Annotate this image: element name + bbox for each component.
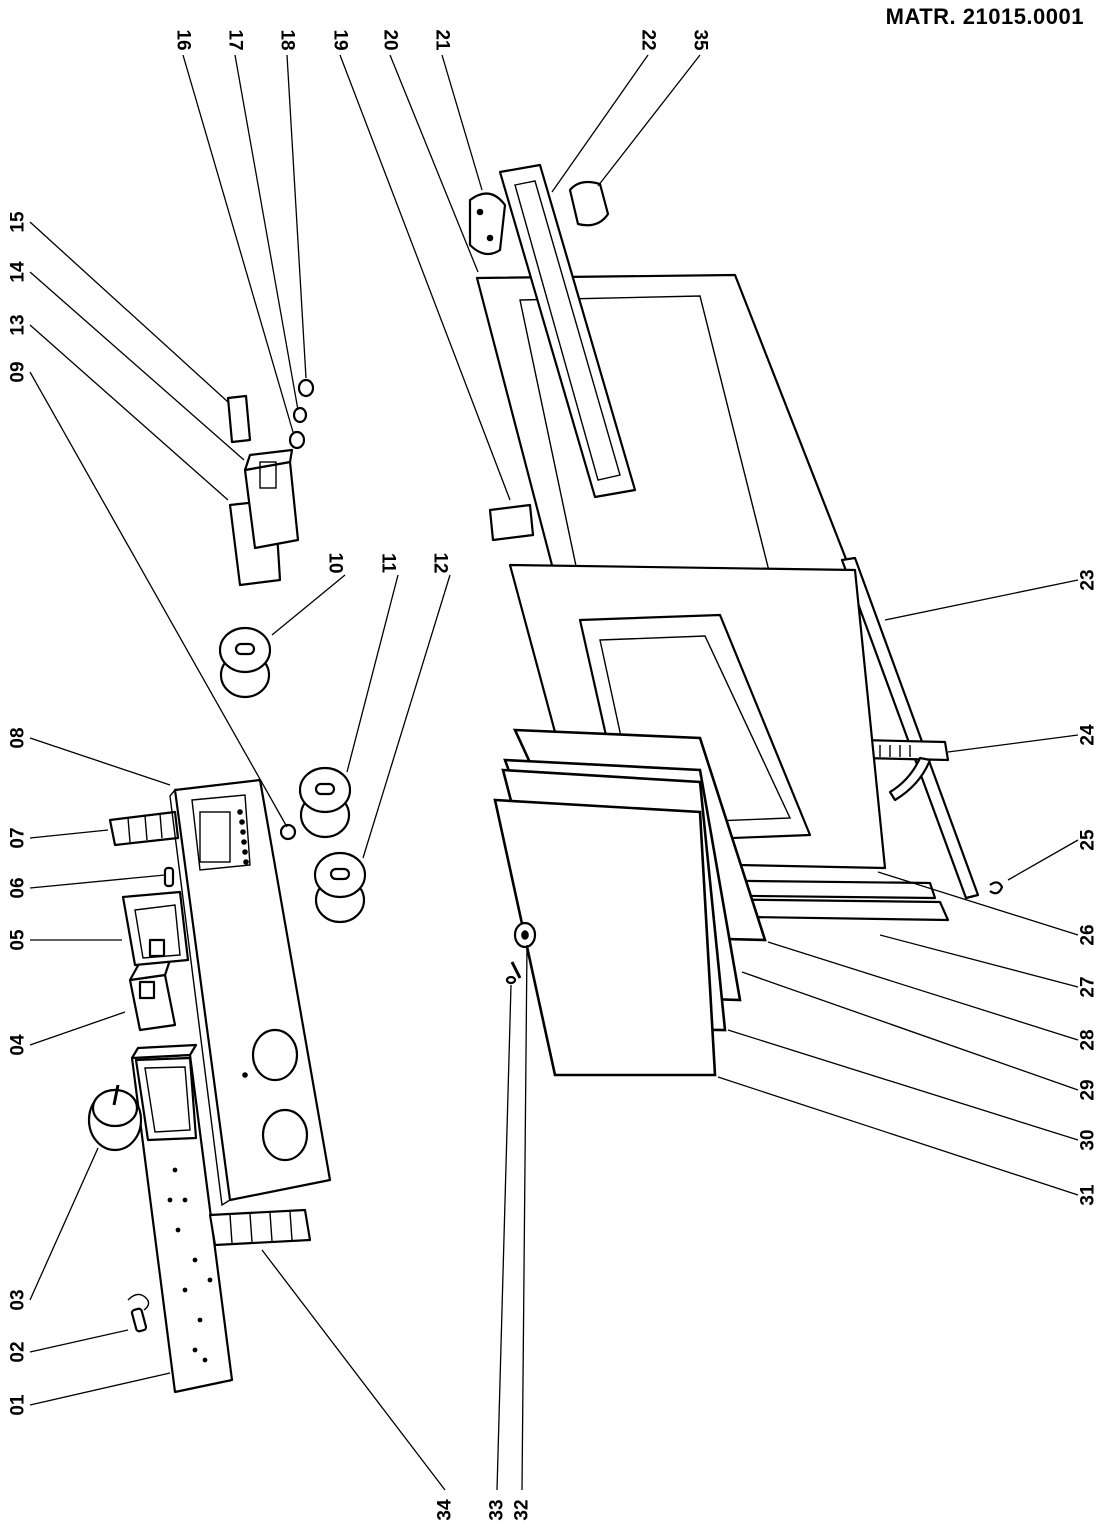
part-20-outer-door bbox=[475, 273, 864, 617]
label-26: 26 bbox=[1078, 924, 1099, 945]
part-32-washer bbox=[513, 921, 537, 949]
label-21: 21 bbox=[432, 29, 453, 51]
label-32: 32 bbox=[512, 1499, 533, 1520]
part-23-rail bbox=[840, 556, 980, 900]
label-20: 20 bbox=[380, 29, 401, 50]
part-05-switch-housing bbox=[121, 890, 190, 967]
parts-drawing bbox=[87, 163, 1004, 1394]
part-06-indicator bbox=[163, 866, 175, 888]
label-34: 34 bbox=[435, 1499, 456, 1521]
part-16-18-small-parts bbox=[288, 378, 315, 450]
part-13-14-switch bbox=[228, 448, 300, 587]
part-15-strip bbox=[226, 394, 252, 444]
part-25-clip bbox=[989, 881, 1004, 895]
label-31: 31 bbox=[1078, 1184, 1099, 1206]
label-27: 27 bbox=[1078, 976, 1099, 997]
material-code: MATR. 21015.0001 bbox=[885, 4, 1084, 29]
part-35-end-cap bbox=[568, 180, 610, 227]
part-07-bracket bbox=[108, 810, 180, 847]
label-13: 13 bbox=[8, 314, 29, 335]
label-08: 08 bbox=[8, 727, 29, 748]
label-11: 11 bbox=[378, 553, 399, 574]
label-03: 03 bbox=[8, 1289, 29, 1310]
part-01-control-strip bbox=[130, 1043, 234, 1394]
part-22-handle-rail bbox=[498, 163, 637, 499]
part-02-connector bbox=[127, 1293, 150, 1333]
label-33: 33 bbox=[487, 1499, 508, 1520]
part-12-knob bbox=[313, 851, 367, 924]
part-33-screw bbox=[505, 961, 522, 985]
part-labels: 01 02 03 04 05 06 07 08 09 13 14 15 16 1… bbox=[8, 29, 1099, 1520]
label-06: 06 bbox=[8, 877, 29, 898]
part-03-knob bbox=[87, 1084, 143, 1152]
label-35: 35 bbox=[690, 29, 711, 51]
label-12: 12 bbox=[430, 552, 451, 573]
label-02: 02 bbox=[8, 1341, 29, 1362]
part-24-hinge bbox=[858, 738, 950, 802]
label-19: 19 bbox=[330, 29, 351, 50]
part-08-control-panel bbox=[169, 778, 332, 1207]
label-16: 16 bbox=[173, 29, 194, 50]
part-11-knob bbox=[298, 766, 352, 839]
label-28: 28 bbox=[1078, 1029, 1099, 1050]
label-15: 15 bbox=[8, 211, 29, 233]
label-30: 30 bbox=[1078, 1129, 1099, 1150]
label-05: 05 bbox=[8, 929, 29, 951]
label-24: 24 bbox=[1078, 724, 1099, 746]
label-23: 23 bbox=[1078, 569, 1099, 590]
part-31-glass bbox=[493, 798, 717, 1077]
part-09-small-knob bbox=[279, 823, 297, 841]
label-22: 22 bbox=[638, 29, 659, 50]
label-01: 01 bbox=[8, 1394, 29, 1416]
part-19-hinge-pin bbox=[488, 503, 535, 542]
label-29: 29 bbox=[1078, 1079, 1099, 1100]
label-18: 18 bbox=[277, 29, 298, 50]
label-10: 10 bbox=[325, 552, 346, 573]
part-21-hinge-bracket bbox=[468, 192, 507, 256]
label-17: 17 bbox=[225, 29, 246, 50]
label-04: 04 bbox=[8, 1034, 29, 1056]
label-09: 09 bbox=[8, 361, 29, 382]
part-34-bracket bbox=[208, 1208, 312, 1247]
label-25: 25 bbox=[1078, 829, 1099, 851]
part-10-knob bbox=[218, 626, 272, 699]
leader-lines bbox=[29, 54, 1079, 1491]
part-04-switch-block bbox=[128, 958, 177, 1032]
label-07: 07 bbox=[8, 827, 29, 848]
label-14: 14 bbox=[8, 261, 29, 283]
